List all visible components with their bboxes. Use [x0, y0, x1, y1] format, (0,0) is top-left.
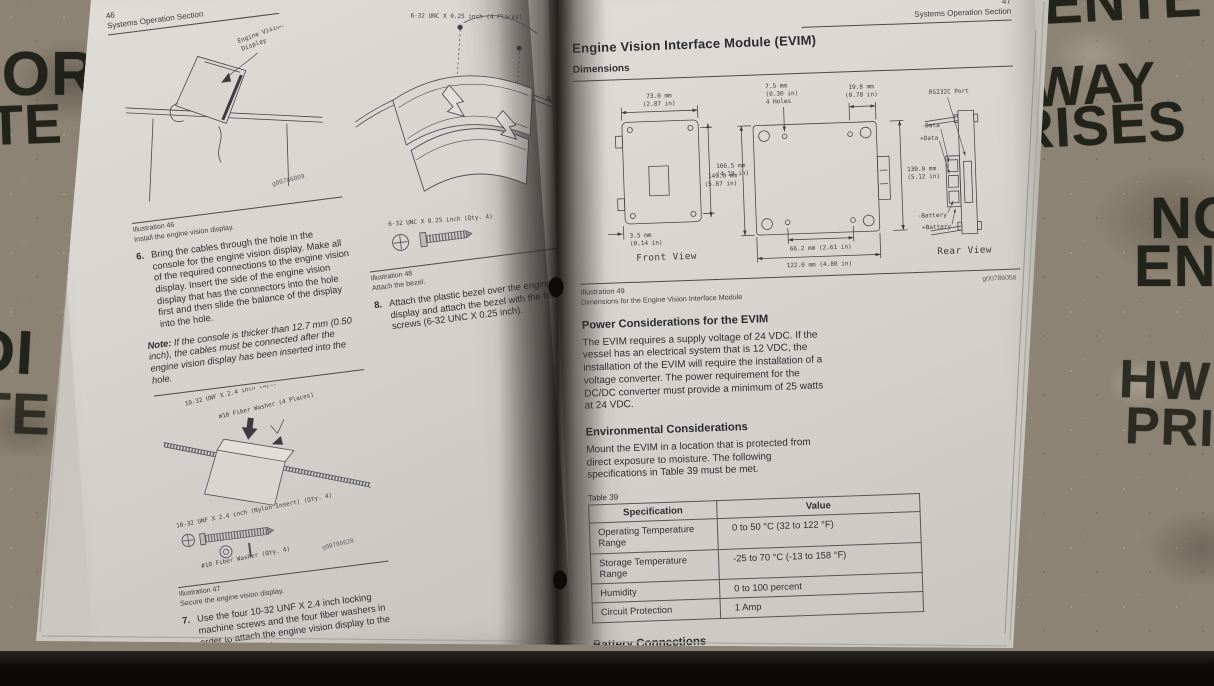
stencil-letters: TE	[0, 380, 53, 448]
dim-offset-in: (0.78 in)	[845, 91, 878, 99]
label-rs232c-port: RS232C Port	[929, 88, 970, 96]
stencil-letters: DI	[0, 316, 37, 389]
dim-height-in: (5.87 in)	[704, 180, 737, 188]
bezel-drawing	[354, 15, 562, 192]
power-heading: Power Considerations for the EVIM	[581, 312, 769, 332]
left-page: 46 Systems Operation Section	[46, 0, 584, 648]
left-page-number: 46	[105, 10, 116, 21]
left-page-content: 46 Systems Operation Section	[44, 0, 608, 648]
dim-tab-in: (0.14 in)	[630, 239, 663, 247]
dim-tab-mm: 3.5 mm	[629, 232, 651, 240]
specification-table: Specification Value Operating Temperatur…	[588, 493, 924, 623]
dim-inner-width: 66.2 mm (2.61 in)	[790, 243, 852, 252]
table-cell: Operating Temperature Range	[589, 518, 719, 554]
dim-width-in: (2.87 in)	[643, 100, 676, 108]
label-data-pos: +Data	[920, 135, 939, 143]
right-page: 47 Systems Operation Section Engine Visi…	[548, 0, 1049, 648]
dim-side-height-in: (5.12 in)	[907, 173, 940, 181]
rear-view-drawing	[737, 101, 908, 263]
caption-title: Illustration 49	[580, 285, 625, 297]
label-battery-neg: -Battery	[918, 212, 948, 220]
front-view-drawing	[608, 104, 715, 240]
step-6: 6. Bring the cables through the hole in …	[136, 224, 357, 332]
dim-holes-note: 4 Holes	[766, 98, 792, 106]
rear-view-label: Rear View	[937, 244, 992, 257]
front-view-dimensions: 73.0 mm (2.87 in) 106.5 mm (4.19 in) 3.5…	[629, 92, 749, 247]
rear-side-view-drawing	[924, 97, 982, 236]
label-screw-places: 6-32 UNC X 0.25 inch (4 Places)	[410, 12, 522, 21]
step-number: 8.	[373, 298, 383, 311]
left-section-title: Systems Operation Section	[106, 9, 204, 31]
figure-number: g00786056	[982, 274, 1017, 283]
screw-icons	[392, 230, 473, 251]
right-section-title: Systems Operation Section	[914, 6, 1012, 20]
bracket-and-rod-drawing	[163, 419, 372, 507]
table-cell: Storage Temperature Range	[590, 549, 720, 585]
front-view-label: Front View	[636, 251, 697, 264]
dim-height-mm: 106.5 mm	[716, 162, 746, 170]
dim-holes-in: (0.30 in)	[765, 90, 798, 98]
step-number: 7.	[181, 614, 191, 626]
stencil-letters: PRI	[1124, 397, 1214, 459]
power-paragraph: The EVIM requires a supply voltage of 24…	[582, 329, 824, 412]
dim-height-in: (4.19 in)	[716, 170, 749, 178]
dim-side-height-mm: 130.0 mm	[907, 165, 937, 173]
stencil-letters: EN	[1134, 234, 1214, 299]
dim-width-mm: 73.0 mm	[646, 92, 672, 100]
step-number: 6.	[135, 249, 145, 262]
stencil-letters: NO	[1150, 186, 1214, 251]
stencil-letters: ENTE	[1041, 0, 1204, 37]
dim-outer-width: 122.0 mm (4.80 in)	[787, 260, 853, 269]
illustration-48-line-drawing: 6-32 UNC X 0.25 inch (4 Places) Bezel 6-…	[354, 12, 564, 251]
dim-offset-mm: 19.8 mm	[848, 83, 874, 91]
display-mount-drawing	[125, 55, 323, 202]
illustration-49-dimension-diagram: 73.0 mm (2.87 in) 106.5 mm (4.19 in) 3.5…	[608, 82, 992, 269]
port-labels: RS232C Port -Data +Data -Battery +Batter…	[918, 88, 970, 232]
label-washer-qty: #10 Fiber Washer (Qty. 4)	[201, 546, 291, 570]
photo-bottom-edge	[0, 651, 1214, 686]
label-battery-pos: +Battery	[922, 223, 952, 231]
illustration-46-line-drawing: Engine Vision Display g00786009	[125, 22, 323, 202]
dim-height-mm: 149.0 mm	[708, 172, 738, 180]
dim-holes-mm: 7.5 mm	[765, 82, 787, 90]
illustration-47-line-drawing: 10-32 UNF X 2.4 inch (Nylon Insert) (4 P…	[163, 363, 372, 570]
environmental-heading: Environmental Considerations	[585, 420, 748, 439]
right-page-content: 47 Systems Operation Section Engine Visi…	[548, 0, 1049, 648]
step-text: Bring the cables through the hole in the…	[150, 228, 350, 330]
label-data-neg: -Data	[921, 122, 940, 130]
label-screw-qty: 6-32 UNC X 0.25 inch (Qty. 4)	[388, 213, 493, 228]
figure-number: g00786020	[321, 538, 355, 552]
rear-view-dimensions: 7.5 mm (0.30 in) 4 Holes 19.8 mm (0.78 i…	[704, 82, 940, 269]
environmental-paragraph: Mount the EVIM in a location that is pro…	[586, 436, 811, 481]
screw-and-washer-icons	[181, 527, 275, 559]
right-page-number: 47	[1001, 0, 1011, 6]
table-cell: Circuit Protection	[592, 598, 721, 623]
stencil-letters: TE	[0, 91, 64, 157]
left-column-1: Engine Vision Display g00786009 Illustra…	[110, 21, 398, 648]
